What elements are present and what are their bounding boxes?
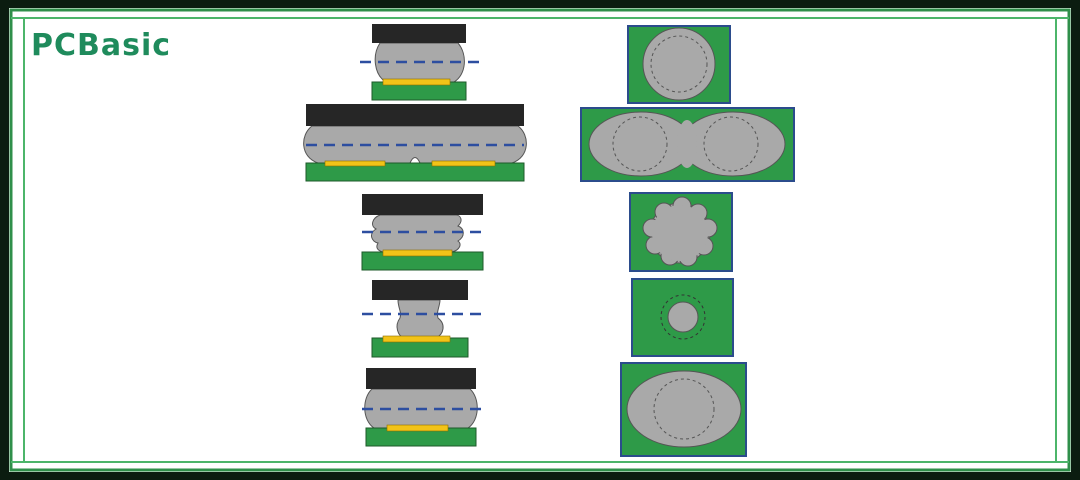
side-view-4-necked [362,280,483,358]
pad-outline [653,378,715,440]
top-view-2-bridging [580,107,795,182]
irregular-footprint [642,196,718,267]
top-view-4-insufficient [631,278,734,357]
chip-body [362,194,483,215]
side-view-3-irregular [361,194,484,271]
pad-outline-right [703,116,759,172]
pcbasic-logo: PCBasic [31,28,171,63]
copper-pad-right [431,160,496,167]
chip-body [366,368,476,389]
copper-pad [382,78,451,86]
pad-outline [650,35,708,93]
copper-pad [386,424,449,432]
copper-pad [382,335,451,343]
copper-pad [382,249,453,257]
pad-outline [660,294,706,340]
solder-bridge [677,120,697,168]
pcb-board [305,162,525,182]
chip-body [372,280,468,300]
frame-line-outer [9,8,1071,472]
solder-footprint [667,301,699,333]
top-view-1-normal [627,25,731,104]
copper-pad-left [324,160,386,167]
side-view-1-normal [360,24,480,101]
solder-footprint [642,27,716,101]
irregular-solder [371,214,464,253]
top-view-3-irregular [629,192,733,272]
side-view-5-oversized [362,368,483,447]
pad-outline-left [612,116,668,172]
chip-body [372,24,466,43]
chip-body [306,104,524,126]
top-view-5-oversized [620,362,747,457]
side-view-2-bridging [303,104,527,182]
necked-solder [396,299,444,339]
solder-footprint [626,370,742,448]
canvas-background [9,8,1071,472]
